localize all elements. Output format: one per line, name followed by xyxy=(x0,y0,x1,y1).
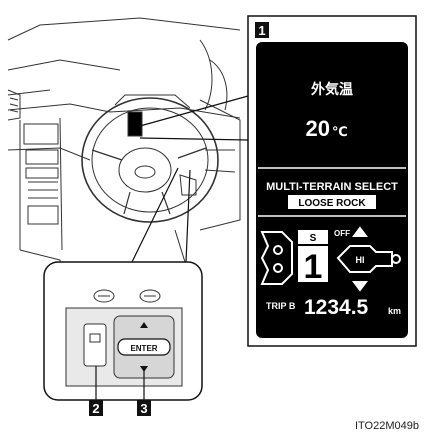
outside-temp-label: 外気温 xyxy=(311,81,353,98)
figure-id: ITO22M049b xyxy=(355,420,419,432)
trip-label: TRIP B xyxy=(266,301,296,311)
temperature-unit: ℃ xyxy=(332,125,348,140)
off-label: OFF xyxy=(334,229,350,238)
trip-unit: km xyxy=(388,306,401,316)
callout-number-2: 2 xyxy=(92,401,99,416)
trip-value: 1234.5 xyxy=(304,296,369,319)
callout-lines xyxy=(132,96,248,262)
terrain-mode: LOOSE ROCK xyxy=(298,198,366,209)
temperature-value: 20 xyxy=(306,116,330,141)
callout-number-1: 1 xyxy=(258,23,265,38)
hi-label: HI xyxy=(356,255,365,265)
gear-indicator: 1 xyxy=(304,248,323,286)
display-change-button[interactable] xyxy=(84,324,106,366)
display-callout: 1 外気温 20 ℃ MULTI-TERRAIN SELECT LOOSE RO… xyxy=(248,16,416,346)
dashboard-illustration xyxy=(8,18,240,270)
callout-number-3: 3 xyxy=(140,401,147,416)
enter-label: ENTER xyxy=(130,344,157,353)
switch-callout: ENTER xyxy=(44,262,202,402)
terrain-title: MULTI-TERRAIN SELECT xyxy=(266,181,398,193)
gear-small: S xyxy=(310,233,317,244)
